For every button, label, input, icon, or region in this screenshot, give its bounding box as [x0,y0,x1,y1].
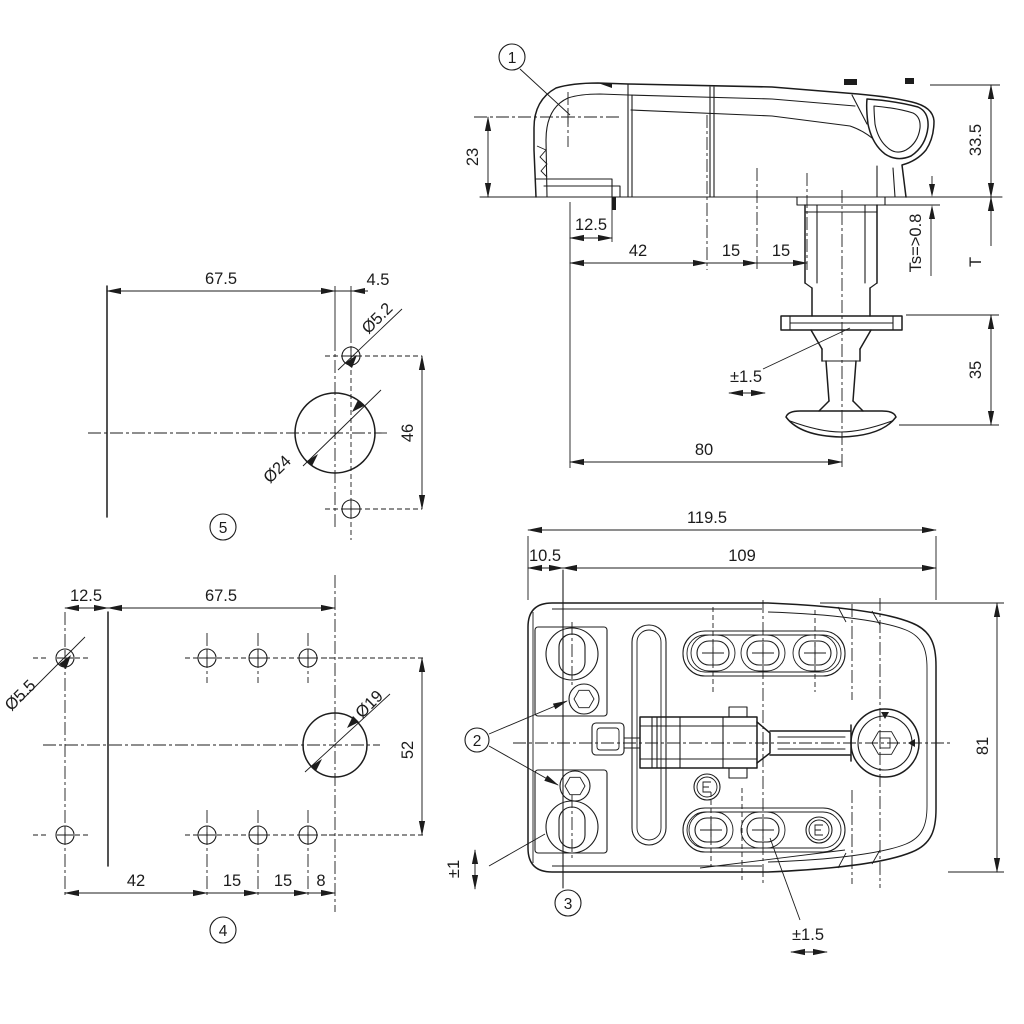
dim-12-5: 12.5 [575,216,607,234]
dim-15b-t4: 15 [274,872,292,890]
mounting-plate-bottom [534,769,608,854]
callout-3-label: 3 [564,896,573,913]
dim-ts: Ts=>0.8 [907,214,925,273]
logo-mark-icon-2 [702,781,711,793]
template-4-dimensions: 12.5 67.5 Ø5.5 Ø19 52 42 15 15 8 [1,587,426,897]
dim-67-5-t5: 67.5 [205,270,237,288]
grip-cutout [865,98,929,160]
side-view-dimensions: 23 12.5 42 15 15 33.5 Ts=>0.8 T 35 [464,84,1000,468]
dia-19-label: Ø19 [352,687,387,722]
dim-pm1-5-side: ±1.5 [730,368,762,386]
callout-5: 5 [209,513,237,541]
actuator-mechanism [591,706,852,779]
dim-23: 23 [464,148,482,166]
logo-badge [693,773,721,801]
dia-24-label: Ø24 [260,452,295,487]
side-view: 1 23 12.5 42 15 15 33.5 Ts=>0.8 T [464,43,1003,470]
top-view-body [527,569,937,889]
dim-42-t4: 42 [127,872,145,890]
side-view-centerlines [474,92,843,470]
hex-screw-top [573,689,595,709]
hole-24 [294,392,376,474]
mounting-plate-top [534,626,608,717]
latch-body-outline [533,78,935,198]
callout-2: 2 [464,700,568,786]
dim-35: 35 [967,361,985,379]
dim-12-5-t4: 12.5 [70,587,102,605]
dim-15a: 15 [722,242,740,260]
callout-4: 4 [209,916,237,944]
latch-foot [535,178,621,242]
dim-8: 8 [316,872,325,890]
hex-screw-bottom [564,776,586,796]
dia-5-5-label: Ø5.5 [1,676,39,714]
knob [850,708,920,778]
dim-33-5: 33.5 [967,124,985,156]
dim-10-5: 10.5 [529,547,561,565]
callout-4-label: 4 [219,923,228,940]
dim-119-5: 119.5 [687,509,727,527]
dim-pm1: ±1 [445,860,463,878]
dim-15b: 15 [772,242,790,260]
holes-5-5 [55,648,318,845]
template-view-5: 67.5 4.5 Ø5.2 Ø24 46 5 [88,270,426,541]
dim-pm1-5-top: ±1.5 [792,926,824,944]
dim-81: 81 [974,737,992,755]
dim-4-5: 4.5 [367,271,390,289]
dim-t: T [967,257,985,267]
template-5-dimensions: 67.5 4.5 Ø5.2 Ø24 46 [106,270,426,510]
dim-15a-t4: 15 [223,872,241,890]
dim-67-5-t4: 67.5 [205,587,237,605]
knob-hex [871,731,899,755]
dim-109: 109 [728,547,756,565]
top-view: 2 3 119.5 10.5 109 81 ±1 ±1.5 [445,509,1004,956]
dim-52: 52 [399,741,417,759]
center-rib [631,624,667,846]
slot-row-bottom [682,807,846,853]
stem-assembly [780,196,903,438]
top-view-dimensions: 119.5 10.5 109 81 ±1 ±1.5 [445,509,1004,956]
hole-5-2-bottom [341,499,361,519]
dim-46: 46 [399,424,417,442]
callout-5-label: 5 [219,520,228,537]
callout-1: 1 [498,43,571,116]
callout-1-label: 1 [508,50,517,67]
template-view-4: 12.5 67.5 Ø5.5 Ø19 52 42 15 15 8 4 [1,575,426,944]
callout-3: 3 [554,889,582,917]
logo-mark-icon [814,824,823,836]
hole-19 [302,712,368,778]
slot-row-top [682,630,846,677]
callout-2-label: 2 [473,733,482,750]
dim-42: 42 [629,242,647,260]
dim-80: 80 [695,441,713,459]
